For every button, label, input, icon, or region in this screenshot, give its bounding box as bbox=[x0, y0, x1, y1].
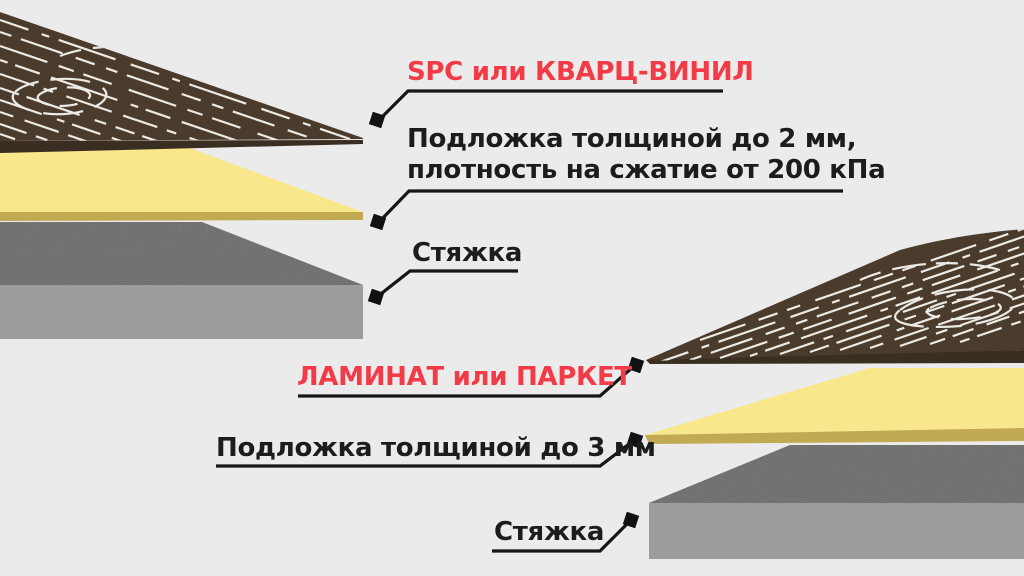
laminate-plank-grain bbox=[659, 229, 1024, 361]
laminate-underlay-front-edge bbox=[645, 428, 1024, 444]
laminate-title-leader-line bbox=[298, 364, 636, 398]
spc-plank-front-edge bbox=[0, 140, 363, 153]
laminate-underlay-top-face bbox=[645, 368, 1024, 435]
spc-underlay-front-edge bbox=[0, 212, 363, 221]
laminate-screed-marker bbox=[622, 511, 640, 529]
laminate-screed-texture bbox=[649, 445, 1024, 503]
spc-screed-front-face bbox=[0, 285, 363, 339]
laminate-screed-label: Стяжка bbox=[494, 517, 605, 547]
leader-lines bbox=[216, 89, 843, 553]
spc-screed-leader-line bbox=[376, 269, 518, 299]
laminate-underlay-leader-line bbox=[216, 439, 634, 468]
leader-markers bbox=[367, 111, 645, 529]
spc-screed-marker bbox=[367, 288, 385, 306]
spc-underlay-label-line2: плотность на сжатие от 200 кПа bbox=[407, 155, 886, 185]
laminate-stack bbox=[645, 229, 1024, 559]
spc-underlay-label: Подложка толщиной до 2 мм, плотность на … bbox=[407, 124, 886, 186]
spc-underlay-label-line1: Подложка толщиной до 2 мм, bbox=[407, 124, 857, 154]
spc-title: SPC или КВАРЦ-ВИНИЛ bbox=[407, 57, 754, 87]
spc-underlay-leader-line bbox=[377, 189, 843, 224]
laminate-screed-front-face bbox=[649, 503, 1024, 559]
spc-title-marker bbox=[368, 111, 386, 129]
laminate-screed-leader-line bbox=[492, 519, 632, 553]
laminate-title: ЛАМИНАТ или ПАРКЕТ bbox=[297, 362, 632, 392]
laminate-underlay-marker bbox=[626, 431, 644, 449]
laminate-plank-front-edge bbox=[646, 350, 1024, 364]
spc-title-leader-line bbox=[376, 89, 723, 123]
spc-screed-label: Стяжка bbox=[412, 238, 523, 268]
spc-underlay-top-face bbox=[0, 147, 363, 212]
spc-underlay-marker bbox=[369, 213, 387, 231]
laminate-underlay-label: Подложка толщиной до 3 мм bbox=[216, 433, 656, 463]
laminate-title-marker bbox=[627, 356, 645, 374]
spc-plank-top-face bbox=[0, 12, 363, 141]
spc-stack bbox=[0, 12, 363, 339]
laminate-plank-top-face bbox=[646, 229, 1024, 361]
